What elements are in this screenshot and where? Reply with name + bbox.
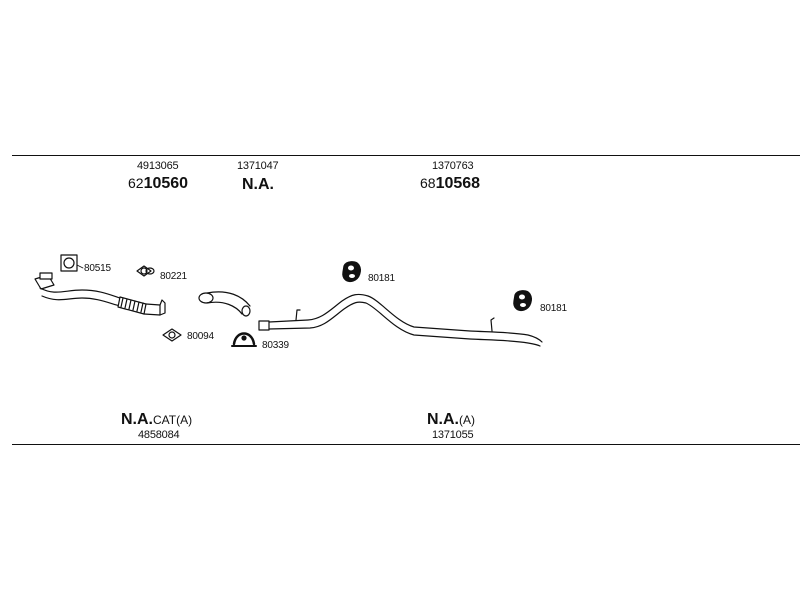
header-col3-main-prefix: 68 xyxy=(420,175,436,191)
rear-pipe-icon xyxy=(258,293,543,347)
footer-col1-na: N.A. xyxy=(121,411,153,428)
part-label-gasket-1: 80515 xyxy=(84,263,111,274)
footer-col2-suffix: (A) xyxy=(459,413,475,427)
header-col1-main-prefix: 62 xyxy=(128,175,144,191)
header-col3-main-bold: 10568 xyxy=(435,175,481,192)
header-col3-main: 6810568 xyxy=(420,176,480,192)
bottom-rule xyxy=(12,444,800,445)
part-label-hanger-2: 80181 xyxy=(540,303,567,314)
gasket-80515-icon xyxy=(60,254,84,272)
header-col2-main: N.A. xyxy=(242,176,274,193)
part-label-clamp-1: 80221 xyxy=(160,271,187,282)
top-rule xyxy=(12,155,800,156)
header-col3-code: 1370763 xyxy=(432,160,474,172)
footer-col2-main: N.A.(A) xyxy=(427,412,475,428)
part-label-clamp-2: 80339 xyxy=(262,340,289,351)
header-col1-main: 6210560 xyxy=(128,176,188,192)
footer-col2-code: 1371055 xyxy=(432,429,474,441)
footer-col1-code: 4858084 xyxy=(138,429,180,441)
hanger-80181-2-icon xyxy=(513,290,532,312)
clamp-80339-icon xyxy=(231,332,257,347)
gasket-80094-icon xyxy=(162,328,182,342)
header-col1-main-bold: 10560 xyxy=(143,175,189,192)
hanger-80181-icon xyxy=(342,261,361,283)
footer-col1-main: N.A.CAT(A) xyxy=(121,412,192,428)
header-col1-code: 4913065 xyxy=(137,160,179,172)
part-label-gasket-2: 80094 xyxy=(187,331,214,342)
clamp-80221-icon xyxy=(136,265,155,277)
footer-col1-suffix: CAT(A) xyxy=(153,413,193,427)
bend-connector-icon xyxy=(198,291,251,317)
footer-col2-na: N.A. xyxy=(427,411,459,428)
header-col2-code: 1371047 xyxy=(237,160,279,172)
part-label-hanger-1: 80181 xyxy=(368,273,395,284)
front-pipe-icon xyxy=(34,272,166,316)
